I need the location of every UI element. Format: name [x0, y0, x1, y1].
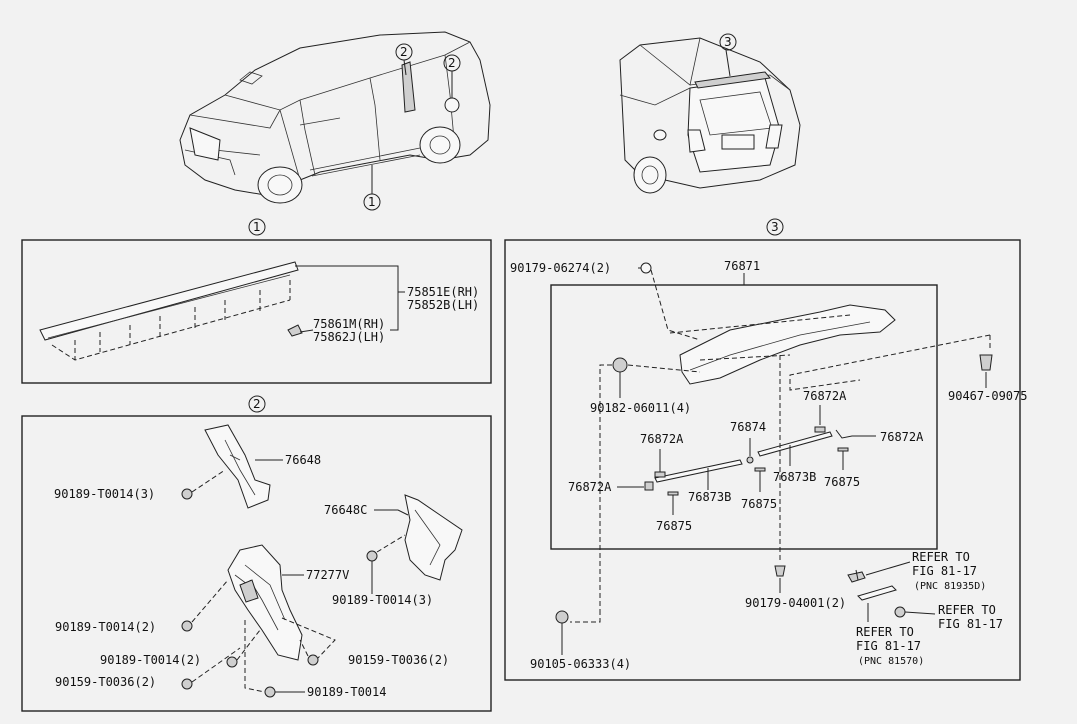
fastener-90159-t0036-1[interactable]: 90159-T0036(2) — [55, 675, 156, 689]
part-76648c[interactable]: 76648C — [324, 503, 367, 517]
svg-text:2: 2 — [400, 45, 408, 59]
fastener-90189-t0014-2[interactable]: 90189-T0014(3) — [332, 593, 433, 607]
part-76872a-2[interactable]: 76872A — [880, 430, 924, 444]
fender-liner-77277v — [227, 544, 303, 661]
clip-90467 — [789, 334, 993, 391]
section-2-callout-label: 2 — [253, 397, 261, 411]
fastener-screw-3 — [181, 579, 229, 632]
body-side-moulding — [39, 261, 299, 361]
fastener-nut-90182 — [599, 357, 701, 610]
refer-to-fig-81935d-line2[interactable]: FIG 81-17 — [912, 564, 977, 578]
section-3-callout-label: 3 — [771, 220, 779, 234]
part-75862j[interactable]: 75862J(LH) — [313, 330, 385, 344]
part-76871[interactable]: 76871 — [724, 259, 760, 273]
section-3: 3 76871 90179-06274(2) 90182-06011(4) — [504, 218, 1027, 681]
section-2-frame — [21, 415, 492, 712]
part-76874[interactable]: 76874 — [730, 420, 766, 434]
fastener-90189-t0014-4[interactable]: 90189-T0014(2) — [100, 653, 201, 667]
refer-to-fig-81570-line2[interactable]: FIG 81-17 — [856, 639, 921, 653]
bolt-90105 — [555, 610, 601, 655]
svg-text:3: 3 — [724, 35, 732, 49]
mudguard-76648c — [404, 494, 463, 581]
section-1-callout-label: 1 — [253, 220, 261, 234]
part-76872a-3[interactable]: 76872A — [640, 432, 684, 446]
callout-3-vehicle[interactable]: 3 — [719, 33, 737, 77]
part-76875-1[interactable]: 76875 — [656, 519, 692, 533]
fastener-screw-4 — [226, 629, 261, 668]
section-2: 2 76648 90189-T0014(3) 76648C 90189 — [21, 395, 492, 712]
callout-2b[interactable]: 2 — [443, 54, 461, 98]
pad-76875-2 — [754, 467, 766, 492]
svg-text:1: 1 — [368, 195, 376, 209]
bolt-90105-06333[interactable]: 90105-06333(4) — [530, 657, 631, 671]
part-75852b[interactable]: 75852B(LH) — [407, 298, 479, 312]
refer-to-fig-81570-line1[interactable]: REFER TO — [856, 625, 914, 639]
fastener-clip-5 — [181, 647, 241, 690]
refer-to-fig-81570-pnc[interactable]: (PNC 81570) — [858, 656, 924, 667]
section-1-callout[interactable] — [248, 218, 266, 236]
section-1-frame — [21, 239, 492, 384]
refer-to-fig-81-17-line1[interactable]: REFER TO — [938, 603, 996, 617]
part-75861m[interactable]: 75861M(RH) — [313, 317, 385, 331]
part-76873b-1[interactable]: 76873B — [688, 490, 731, 504]
clip-90467-09075[interactable]: 90467-09075 — [948, 389, 1027, 403]
seal-strip-lower — [644, 459, 743, 491]
callout-1-vehicle[interactable]: 1 — [363, 165, 381, 211]
fastener-90189-t0014-1[interactable]: 90189-T0014(3) — [54, 487, 155, 501]
pad-76875-3 — [837, 447, 849, 470]
fastener-clip-6 — [281, 617, 336, 666]
part-76875-3[interactable]: 76875 — [824, 475, 860, 489]
rear-spoiler-76871 — [669, 304, 896, 385]
moulding-clip — [287, 324, 303, 337]
fastener-90179-06274[interactable]: 90179-06274(2) — [510, 261, 611, 275]
fastener-nut-90179-a — [638, 262, 701, 341]
fastener-90189-t0014-3[interactable]: 90189-T0014(2) — [55, 620, 156, 634]
section-1: 1 75851E(RH) 75852B(LH) 75861M(RH) 75862… — [21, 218, 492, 384]
part-76872a-1[interactable]: 76872A — [803, 389, 847, 403]
fastener-90159-t0036-2[interactable]: 90159-T0036(2) — [348, 653, 449, 667]
pad-76875-1 — [667, 491, 679, 515]
reference-part-81935d — [847, 561, 911, 583]
callout-2a[interactable]: 2 — [395, 43, 413, 76]
section-3-callout[interactable] — [766, 218, 784, 236]
vehicle-rear-view — [619, 37, 801, 194]
part-76873b-2[interactable]: 76873B — [773, 470, 816, 484]
vehicle-front-view — [179, 31, 491, 204]
refer-to-fig-81-17-line2[interactable]: FIG 81-17 — [938, 617, 1003, 631]
part-77277v[interactable]: 77277V — [306, 568, 349, 582]
seal-strip-upper — [757, 426, 876, 457]
refer-to-fig-81935d-line1[interactable]: REFER TO — [912, 550, 970, 564]
fastener-screw-1 — [181, 469, 226, 500]
svg-text:2: 2 — [448, 56, 456, 70]
part-76872a-4[interactable]: 76872A — [568, 480, 612, 494]
reference-part-81570 — [857, 585, 897, 622]
part-75851e[interactable]: 75851E(RH) — [407, 285, 479, 299]
fastener-90182-06011[interactable]: 90182-06011(4) — [590, 401, 691, 415]
fastener-90179-04001[interactable]: 90179-04001(2) — [745, 596, 846, 610]
section-2-callout[interactable] — [248, 395, 266, 413]
reference-screw — [894, 606, 936, 618]
section-3-frame — [504, 239, 1021, 681]
fastener-90189-t0014-5[interactable]: 90189-T0014 — [307, 685, 386, 699]
mudguard-76648 — [204, 424, 271, 509]
part-76648[interactable]: 76648 — [285, 453, 321, 467]
refer-to-fig-81935d-pnc[interactable]: (PNC 81935D) — [914, 581, 986, 592]
fastener-screw-7 — [244, 620, 305, 698]
part-76875-2[interactable]: 76875 — [741, 497, 777, 511]
fastener-screw-2 — [366, 534, 406, 594]
fastener-nut-90179-b — [774, 355, 786, 593]
plug-76874 — [746, 438, 754, 464]
